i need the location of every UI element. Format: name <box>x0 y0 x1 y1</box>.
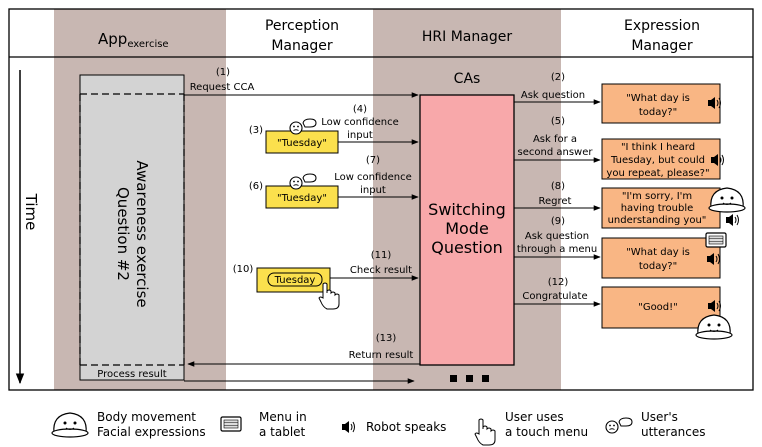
expression-3-line2: having trouble <box>621 203 694 214</box>
expression-2-line3: you repeat, please?" <box>606 168 709 179</box>
step-2-label: Ask question <box>521 90 585 101</box>
step-5-line1: Ask for a <box>533 134 577 145</box>
legend-utterance-icon <box>605 417 633 434</box>
switching-line-1: Switching <box>428 200 506 219</box>
lane-hri-header: HRI Manager <box>422 29 512 45</box>
legend-tablet-menu-icon <box>220 416 242 432</box>
app-box-title-1: Awareness exercise <box>133 160 151 307</box>
switching-mode-box <box>419 94 515 366</box>
switching-line-2: Mode <box>445 219 489 238</box>
expression-2-line1: "I think I heard <box>621 142 695 153</box>
legend-menu-line2: a tablet <box>259 425 306 439</box>
step-1-num: (1) <box>216 67 230 78</box>
step-2-num: (2) <box>551 72 565 83</box>
expression-box-3 <box>601 187 721 229</box>
time-label: Time <box>22 193 40 231</box>
input-box-1-text: "Tuesday" <box>277 138 327 149</box>
expression-1-line1: "What day is <box>626 93 690 104</box>
lane-perception-header-2: Manager <box>271 38 333 54</box>
step-1-label: Request CCA <box>190 82 255 93</box>
app-box-title-2: Question #2 <box>114 187 132 281</box>
legend-speaker-icon <box>341 420 355 434</box>
lane-perception-header-1: Perception <box>265 18 339 34</box>
expression-1-line2: today?" <box>639 107 677 118</box>
legend-body-movement-icon <box>51 412 89 438</box>
step-7-line1: Low confidence <box>334 172 412 183</box>
step-13-num: (13) <box>376 333 397 344</box>
ellipsis-dot <box>466 375 473 382</box>
step-8-label: Regret <box>539 196 572 207</box>
tablet-menu-icon <box>705 232 727 248</box>
legend-utter-line1: User's <box>641 410 678 424</box>
legend-touch-line2: a touch menu <box>505 425 588 439</box>
expression-box-4 <box>601 237 721 279</box>
cas-label: CAs <box>454 71 481 87</box>
step-4-line1: Low confidence <box>321 117 399 128</box>
expression-3-line1: "I'm sorry, I'm <box>622 191 692 202</box>
menu-option-text: Tuesday <box>274 275 316 286</box>
step-9-num: (9) <box>551 216 565 227</box>
lane-expression-header-2: Manager <box>631 38 693 54</box>
step-12-label: Congratulate <box>522 291 587 302</box>
step-6-num: (6) <box>249 181 263 192</box>
legend-speaks: Robot speaks <box>366 420 446 434</box>
step-13-label: Return result <box>349 350 414 361</box>
expression-2-line2: Tuesday, but could <box>610 155 705 166</box>
step-9-line1: Ask question <box>525 231 589 242</box>
expression-box-2 <box>601 138 721 180</box>
step-4-line2: input <box>347 130 373 141</box>
step-5-num: (5) <box>551 116 565 127</box>
step-5-line2: second answer <box>518 147 594 158</box>
step-4-num: (4) <box>353 104 367 115</box>
switching-line-3: Question <box>431 238 503 257</box>
process-result-label: Process result <box>97 369 166 380</box>
step-10-num: (10) <box>233 264 254 275</box>
legend-body-line1: Body movement <box>97 410 196 424</box>
expression-4-line2: today?" <box>639 261 677 272</box>
menu-option-pill <box>267 272 323 287</box>
legend-body-line2: Facial expressions <box>97 425 206 439</box>
step-9-line2: through a menu <box>517 244 597 255</box>
diagram-frame <box>8 8 754 391</box>
legend-utter-line2: utterances <box>641 425 706 439</box>
step-8-num: (8) <box>551 181 565 192</box>
expression-5-line1: "Good!" <box>638 302 678 313</box>
step-7-num: (7) <box>366 155 380 166</box>
step-3-num: (3) <box>249 125 263 136</box>
step-12-num: (12) <box>548 277 569 288</box>
legend-touch-hand-icon <box>474 418 496 446</box>
step-11-label: Check result <box>350 265 412 276</box>
legend-touch-line1: User uses <box>505 410 564 424</box>
input-box-2-text: "Tuesday" <box>277 193 327 204</box>
ellipsis-dot <box>450 375 457 382</box>
expression-3-line3: understanding you" <box>608 215 707 226</box>
lane-app-header: Appexercise <box>98 30 169 50</box>
step-11-num: (11) <box>371 250 392 261</box>
app-box <box>79 74 185 381</box>
legend: Body movement Facial expressions Menu in… <box>51 410 706 446</box>
legend-menu-line1: Menu in <box>259 410 307 424</box>
expression-4-line1: "What day is <box>626 247 690 258</box>
step-7-line2: input <box>360 185 386 196</box>
lane-expression-header-1: Expression <box>624 18 700 34</box>
speaker-icon <box>725 213 739 227</box>
ellipsis-dot <box>482 375 489 382</box>
